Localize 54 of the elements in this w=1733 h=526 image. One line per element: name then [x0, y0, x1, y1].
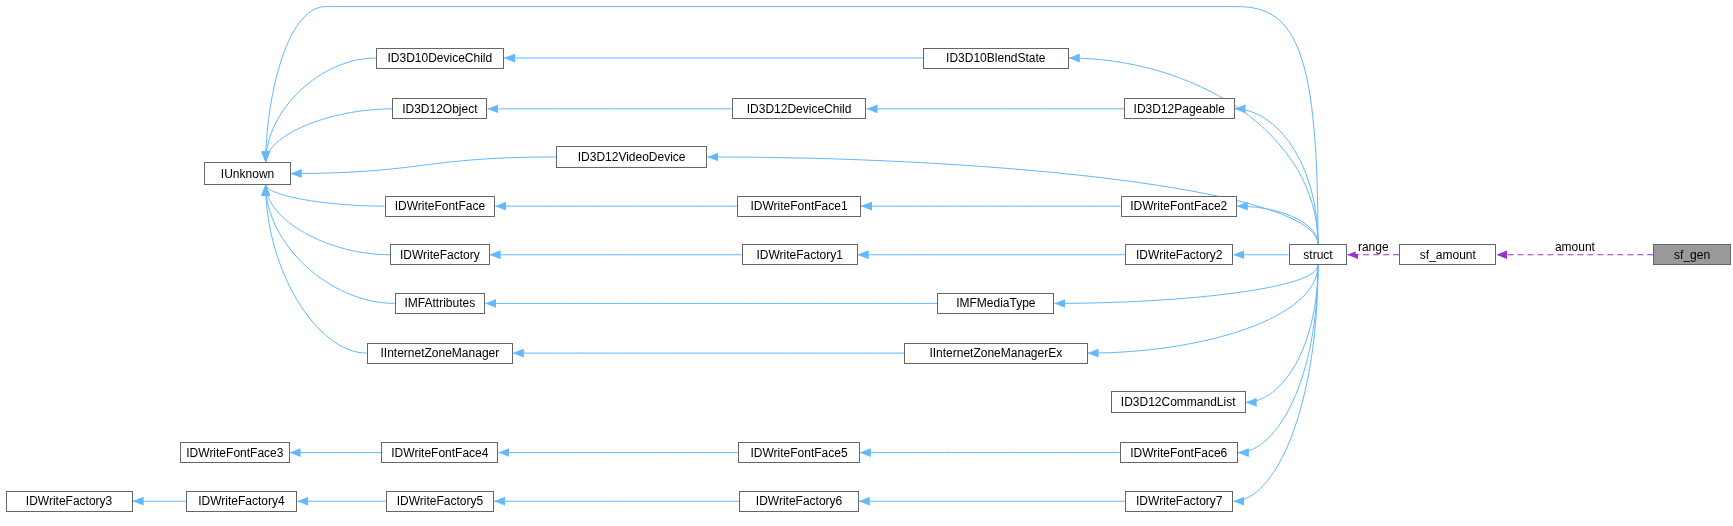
- arrow: [1232, 264, 1319, 504]
- arrow: [289, 448, 382, 457]
- class-box: IDWriteFactory: [390, 244, 490, 266]
- arrow: [857, 250, 1126, 260]
- arrow: [132, 496, 187, 506]
- arrow: [512, 348, 905, 358]
- class-box: IUnknown: [204, 162, 291, 185]
- arrow: [494, 201, 738, 211]
- class-box: IDWriteFontFace1: [737, 195, 861, 217]
- class-box: IMFMediaType: [937, 292, 1055, 314]
- arrow: [1496, 250, 1654, 260]
- class-box: sf_gen: [1653, 244, 1731, 266]
- arrow: [859, 448, 1121, 457]
- class-box: IDWriteFontFace4: [381, 442, 499, 464]
- class-box: struct: [1288, 244, 1348, 266]
- class-box: IDWriteFactory2: [1125, 244, 1234, 266]
- arrow: [486, 104, 733, 114]
- class-box: IInternetZoneManager: [366, 342, 513, 364]
- class-box: sf_amount: [1399, 244, 1497, 266]
- arrow: [484, 299, 938, 308]
- arrow: [493, 496, 740, 506]
- class-box: IDWriteFontFace5: [738, 442, 860, 464]
- class-box: ID3D12VideoDevice: [555, 145, 708, 168]
- arrow: [296, 496, 387, 506]
- class-box: IDWriteFontFace6: [1119, 442, 1238, 464]
- class-box: IDWriteFactory4: [185, 490, 298, 512]
- arrow: [261, 184, 368, 354]
- edge-label: amount: [1552, 239, 1597, 254]
- arrow: [489, 250, 743, 260]
- arrow: [290, 156, 557, 178]
- arrow: [503, 53, 924, 63]
- arrow: [1232, 250, 1290, 260]
- class-box: IDWriteFontFace: [384, 195, 496, 217]
- class-box: ID3D12CommandList: [1110, 391, 1246, 414]
- class-box: ID3D10BlendState: [922, 47, 1069, 69]
- class-box: IInternetZoneManagerEx: [904, 342, 1088, 364]
- class-box: IDWriteFactory6: [739, 490, 859, 512]
- class-box: ID3D12Object: [392, 98, 488, 120]
- class-box: ID3D10DeviceChild: [375, 47, 504, 69]
- arrow: [497, 448, 739, 457]
- arrow: [860, 201, 1122, 211]
- class-box: ID3D12Pageable: [1124, 98, 1235, 120]
- arrow: [265, 184, 386, 207]
- class-box: IDWriteFactory5: [385, 490, 495, 512]
- arrow: [858, 496, 1126, 506]
- arrow: [1346, 250, 1400, 260]
- arrow: [866, 104, 1125, 114]
- class-box: IDWriteFontFace3: [180, 442, 290, 464]
- class-box: IDWriteFactory1: [741, 244, 858, 266]
- class-box: IMFAttributes: [394, 292, 486, 314]
- class-box: IDWriteFactory3: [5, 490, 133, 512]
- class-box: ID3D12DeviceChild: [731, 98, 867, 120]
- class-box: IDWriteFactory7: [1125, 490, 1234, 512]
- class-box: IDWriteFontFace2: [1120, 195, 1237, 217]
